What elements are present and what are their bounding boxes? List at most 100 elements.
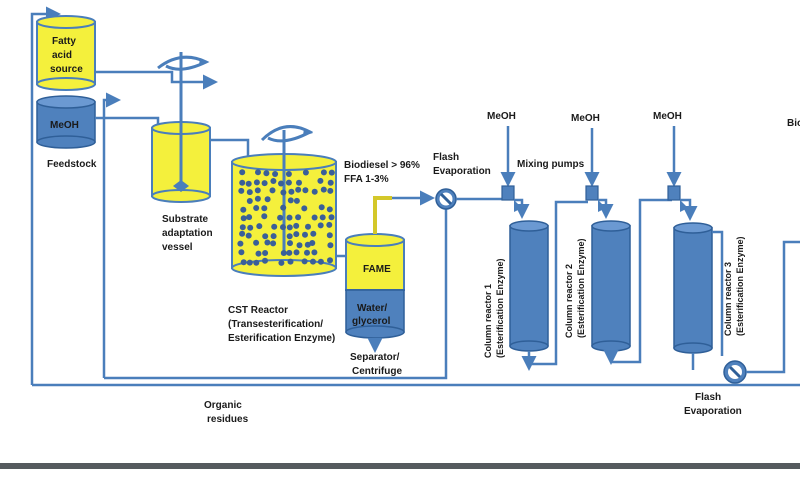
enzyme-bead <box>270 233 277 240</box>
enzyme-bead <box>254 195 261 202</box>
enzyme-bead <box>280 224 286 231</box>
enzyme-bead <box>287 258 294 265</box>
enzyme-bead <box>280 189 287 196</box>
enzyme-bead <box>286 224 293 231</box>
enzyme-bead <box>261 180 268 187</box>
enzyme-bead <box>256 223 263 230</box>
enzyme-bead <box>293 197 300 204</box>
enzyme-bead <box>278 180 284 187</box>
enzyme-bead <box>246 198 253 204</box>
enzyme-bead <box>239 224 246 231</box>
enzyme-bead <box>285 171 292 177</box>
enzyme-bead <box>247 224 254 231</box>
enzyme-bead <box>261 213 268 220</box>
enzyme-bead <box>319 214 326 221</box>
enzyme-bead <box>293 249 300 256</box>
enzyme-bead <box>318 204 325 211</box>
enzyme-bead <box>253 205 260 211</box>
meoh-tank: MeOH <box>36 95 96 149</box>
enzyme-bead <box>277 214 284 221</box>
enzyme-bead <box>253 259 260 266</box>
enzyme-bead <box>326 232 333 239</box>
enzyme-bead <box>295 214 302 221</box>
enzyme-bead <box>261 205 268 212</box>
substrate-vessel <box>151 52 211 203</box>
enzyme-bead <box>287 240 293 247</box>
substrate-label-1: Substrate <box>162 214 209 225</box>
organic-residue-return-line <box>102 92 121 378</box>
water-glycerol-1: Water/ <box>357 303 387 314</box>
fatty-acid-tank: Fatty acid source <box>36 15 96 91</box>
cst-label-2: (Transesterification/ <box>228 319 323 330</box>
cut-off-label: Bio <box>787 118 800 129</box>
enzyme-bead <box>295 186 302 193</box>
flash-1-label-2: Evaporation <box>433 166 491 177</box>
cst-label-3: Esterification Enzyme) <box>228 333 335 344</box>
enzyme-bead <box>310 258 316 265</box>
enzyme-bead <box>255 169 261 176</box>
enzyme-bead <box>311 214 318 221</box>
cst-reactor <box>231 125 337 277</box>
fatty-acid-line-2: acid <box>52 50 72 61</box>
enzyme-bead <box>262 233 269 240</box>
enzyme-bead <box>238 187 245 194</box>
bottom-bar <box>0 463 800 500</box>
column-3-label-2: (Esterification Enzyme) <box>735 236 745 336</box>
feedstock-label: Feedstock <box>47 159 97 170</box>
enzyme-bead <box>238 249 245 256</box>
enzyme-bead <box>239 169 246 176</box>
enzyme-bead <box>253 179 260 186</box>
enzyme-bead <box>309 240 316 246</box>
flash-1-label-1: Flash <box>433 152 459 163</box>
column-reactor-2 <box>591 220 631 352</box>
enzyme-bead <box>240 206 247 213</box>
pump2-to-col2 <box>598 198 614 219</box>
cst-label-1: CST Reactor <box>228 305 288 316</box>
enzyme-bead <box>311 188 318 195</box>
organic-return-bottom <box>104 204 448 380</box>
enzyme-bead <box>254 187 261 194</box>
enzyme-bead <box>264 239 271 246</box>
enzyme-bead <box>239 179 246 186</box>
flash-2-outlet <box>746 240 800 374</box>
enzyme-bead <box>271 223 278 230</box>
separator-label-1: Separator/ <box>350 352 400 363</box>
meoh-input-2: MeOH <box>571 113 600 124</box>
column-reactor-1 <box>509 220 549 352</box>
meoh-input-3: MeOH <box>653 111 682 122</box>
pump3-to-col3 <box>680 198 698 221</box>
enzyme-bead <box>239 230 246 237</box>
enzyme-bead <box>327 179 334 186</box>
fame-outlet-line <box>373 196 392 234</box>
enzyme-bead <box>245 180 252 187</box>
water-glycerol-2: glycerol <box>352 316 391 327</box>
enzyme-bead <box>270 240 277 247</box>
enzyme-bead <box>288 188 295 195</box>
enzyme-bead <box>286 233 293 240</box>
enzyme-bead <box>310 230 317 237</box>
meoh-input-1: MeOH <box>487 111 516 122</box>
enzyme-bead <box>272 171 279 177</box>
enzyme-bead <box>320 169 327 176</box>
enzyme-bead <box>296 242 303 249</box>
enzyme-bead <box>263 170 270 177</box>
enzyme-bead <box>326 206 333 213</box>
enzyme-bead <box>302 187 309 194</box>
enzyme-bead <box>287 197 294 204</box>
enzyme-bead <box>280 204 287 211</box>
substrate-label-3: vessel <box>162 242 193 253</box>
biodiesel-label-1: Biodiesel > 96% <box>344 160 420 171</box>
enzyme-bead <box>305 223 311 230</box>
enzyme-bead <box>237 240 244 247</box>
col3-side-line <box>712 230 724 356</box>
enzyme-bead <box>270 178 277 184</box>
enzyme-bead <box>328 169 335 176</box>
flash-2-label-2: Evaporation <box>684 406 742 417</box>
fame-label: FAME <box>363 264 391 275</box>
enzyme-bead <box>286 214 293 221</box>
enzyme-bead <box>285 179 292 186</box>
enzyme-bead <box>301 205 308 212</box>
enzyme-bead <box>327 257 333 264</box>
column-2-label-1: Column reactor 2 <box>564 264 574 338</box>
